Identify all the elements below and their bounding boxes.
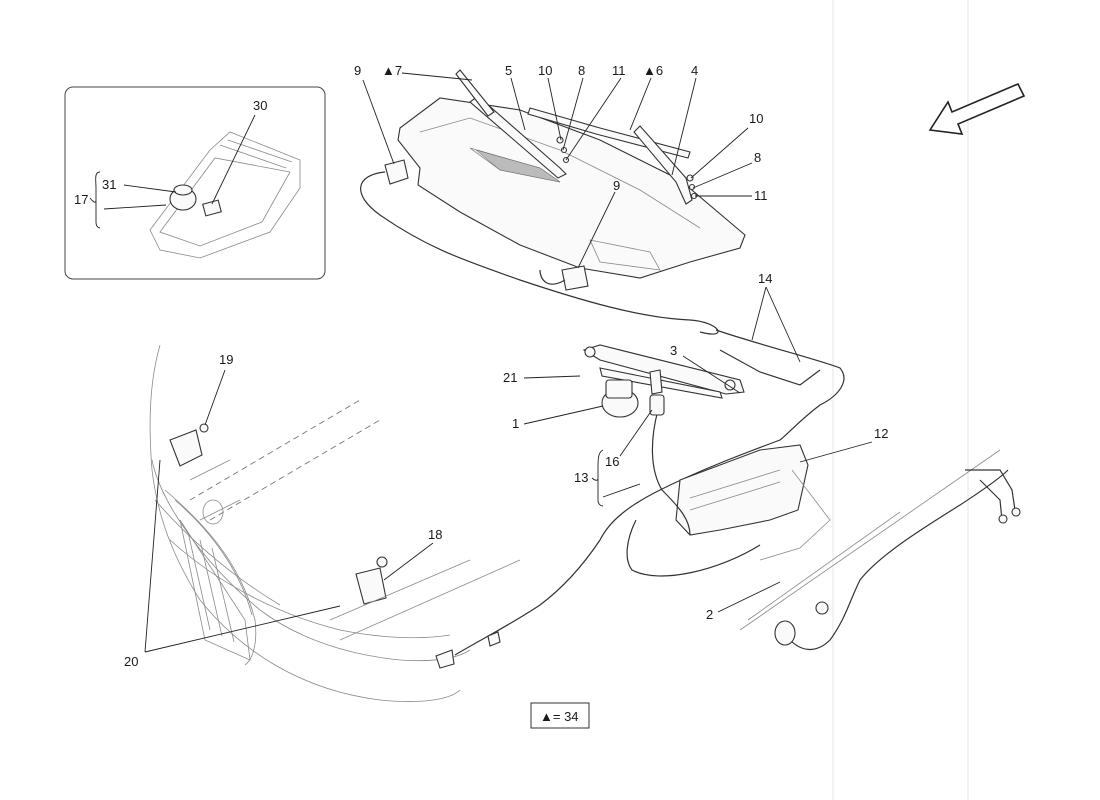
callout-7: ▲7	[382, 63, 402, 78]
callout-4: 4	[691, 63, 698, 78]
callout-10-right: 10	[749, 111, 763, 126]
callout-10-upper: 10	[538, 63, 552, 78]
callout-20: 20	[124, 654, 138, 669]
callout-1: 1	[512, 416, 519, 431]
legend-note: ▲= 34	[530, 702, 590, 729]
callout-14: 14	[758, 271, 772, 286]
callout-6: ▲6	[643, 63, 663, 78]
washer-hose	[360, 159, 845, 656]
vehicle-front-outline	[149, 344, 521, 702]
leader-lines	[89, 72, 873, 653]
callout-17: 17	[74, 192, 88, 207]
wiper-arms	[455, 69, 698, 205]
callout-labels: 9 ▲7 5 10 8 11 ▲6 4 10 8 11 9 30 31 17 1…	[74, 63, 888, 669]
detail-inset	[64, 86, 326, 280]
callout-30: 30	[253, 98, 267, 113]
wiper-cowl-panel	[397, 97, 746, 279]
callout-11-upper: 11	[612, 63, 626, 78]
callout-9-upper: 9	[354, 63, 361, 78]
right-harness	[739, 449, 1021, 650]
callout-31: 31	[102, 177, 116, 192]
callout-8-upper: 8	[578, 63, 585, 78]
callout-5: 5	[505, 63, 512, 78]
callout-13: 13	[574, 470, 588, 485]
view-direction-arrow-icon	[928, 82, 1026, 135]
callout-18: 18	[428, 527, 442, 542]
callout-2: 2	[706, 607, 713, 622]
callout-3: 3	[670, 343, 677, 358]
background-rules	[832, 0, 969, 800]
washer-reservoir	[626, 394, 831, 577]
callout-21: 21	[503, 370, 517, 385]
callout-19: 19	[219, 352, 233, 367]
callout-8-right: 8	[754, 150, 761, 165]
callout-11-right: 11	[754, 188, 768, 203]
callout-16: 16	[605, 454, 619, 469]
callout-9-lower: 9	[613, 178, 620, 193]
wiper-motor-linkage	[582, 344, 745, 418]
legend-note-text: ▲= 34	[540, 709, 579, 724]
callout-12: 12	[874, 426, 888, 441]
